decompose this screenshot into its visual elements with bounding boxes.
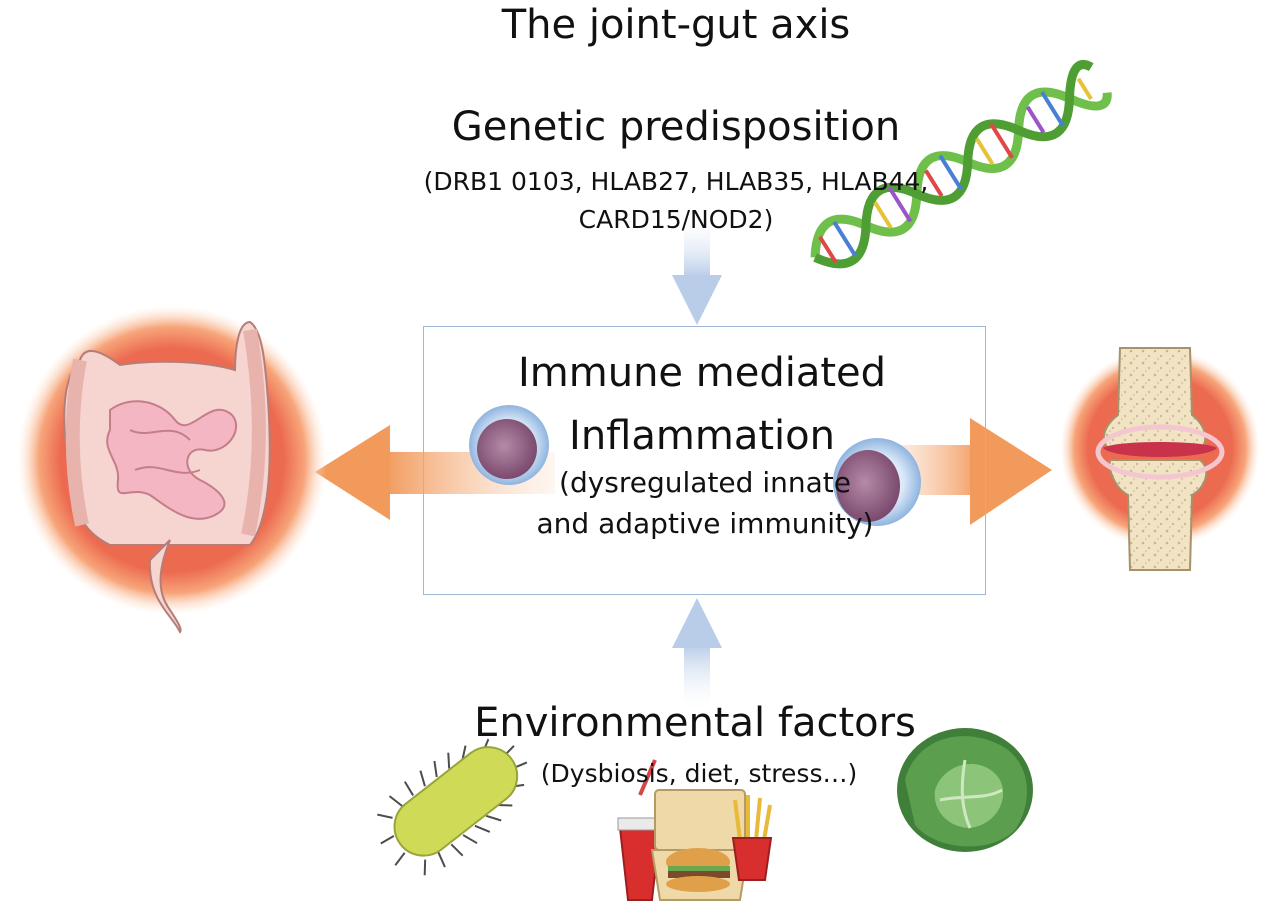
genetic-predisposition-title: Genetic predisposition xyxy=(451,104,901,150)
immune-title-line-1: Immune mediated xyxy=(517,350,887,396)
arrow-environment-to-immune xyxy=(672,598,722,710)
immune-inflammation-title: Immune mediated Inflammation xyxy=(0,342,1280,468)
environmental-factors-title: Environmental factors xyxy=(474,700,916,746)
immune-inflammation-box xyxy=(423,326,986,595)
intestine-icon xyxy=(17,305,327,634)
bacterium-icon xyxy=(377,738,528,876)
joint-icon xyxy=(1060,347,1260,571)
genetic-predisposition-detail: (DRB1 0103, HLAB27, HLAB35, HLAB44, CARD… xyxy=(0,163,1280,239)
immune-detail-line-1: (dysregulated innate xyxy=(559,466,851,499)
immune-title-line-2: Inflammation xyxy=(569,413,835,459)
genetic-detail-line-1: (DRB1 0103, HLAB27, HLAB35, HLAB44, xyxy=(423,167,929,196)
immune-cell-icon xyxy=(469,405,921,526)
immune-inflammation-detail: (dysregulated innate and adaptive immuni… xyxy=(0,462,1280,544)
genetic-detail-line-2: CARD15/NOD2) xyxy=(578,205,774,234)
immune-detail-line-2: and adaptive immunity) xyxy=(536,507,874,540)
cabbage-icon xyxy=(897,728,1033,852)
arrow-genetic-to-immune xyxy=(672,215,722,325)
environmental-factors-detail: (Dysbiosis, diet, stress…) xyxy=(540,759,858,788)
fast-food-icon xyxy=(617,759,773,901)
dna-icon xyxy=(810,60,1112,269)
diagram-title: The joint-gut axis xyxy=(501,2,851,48)
